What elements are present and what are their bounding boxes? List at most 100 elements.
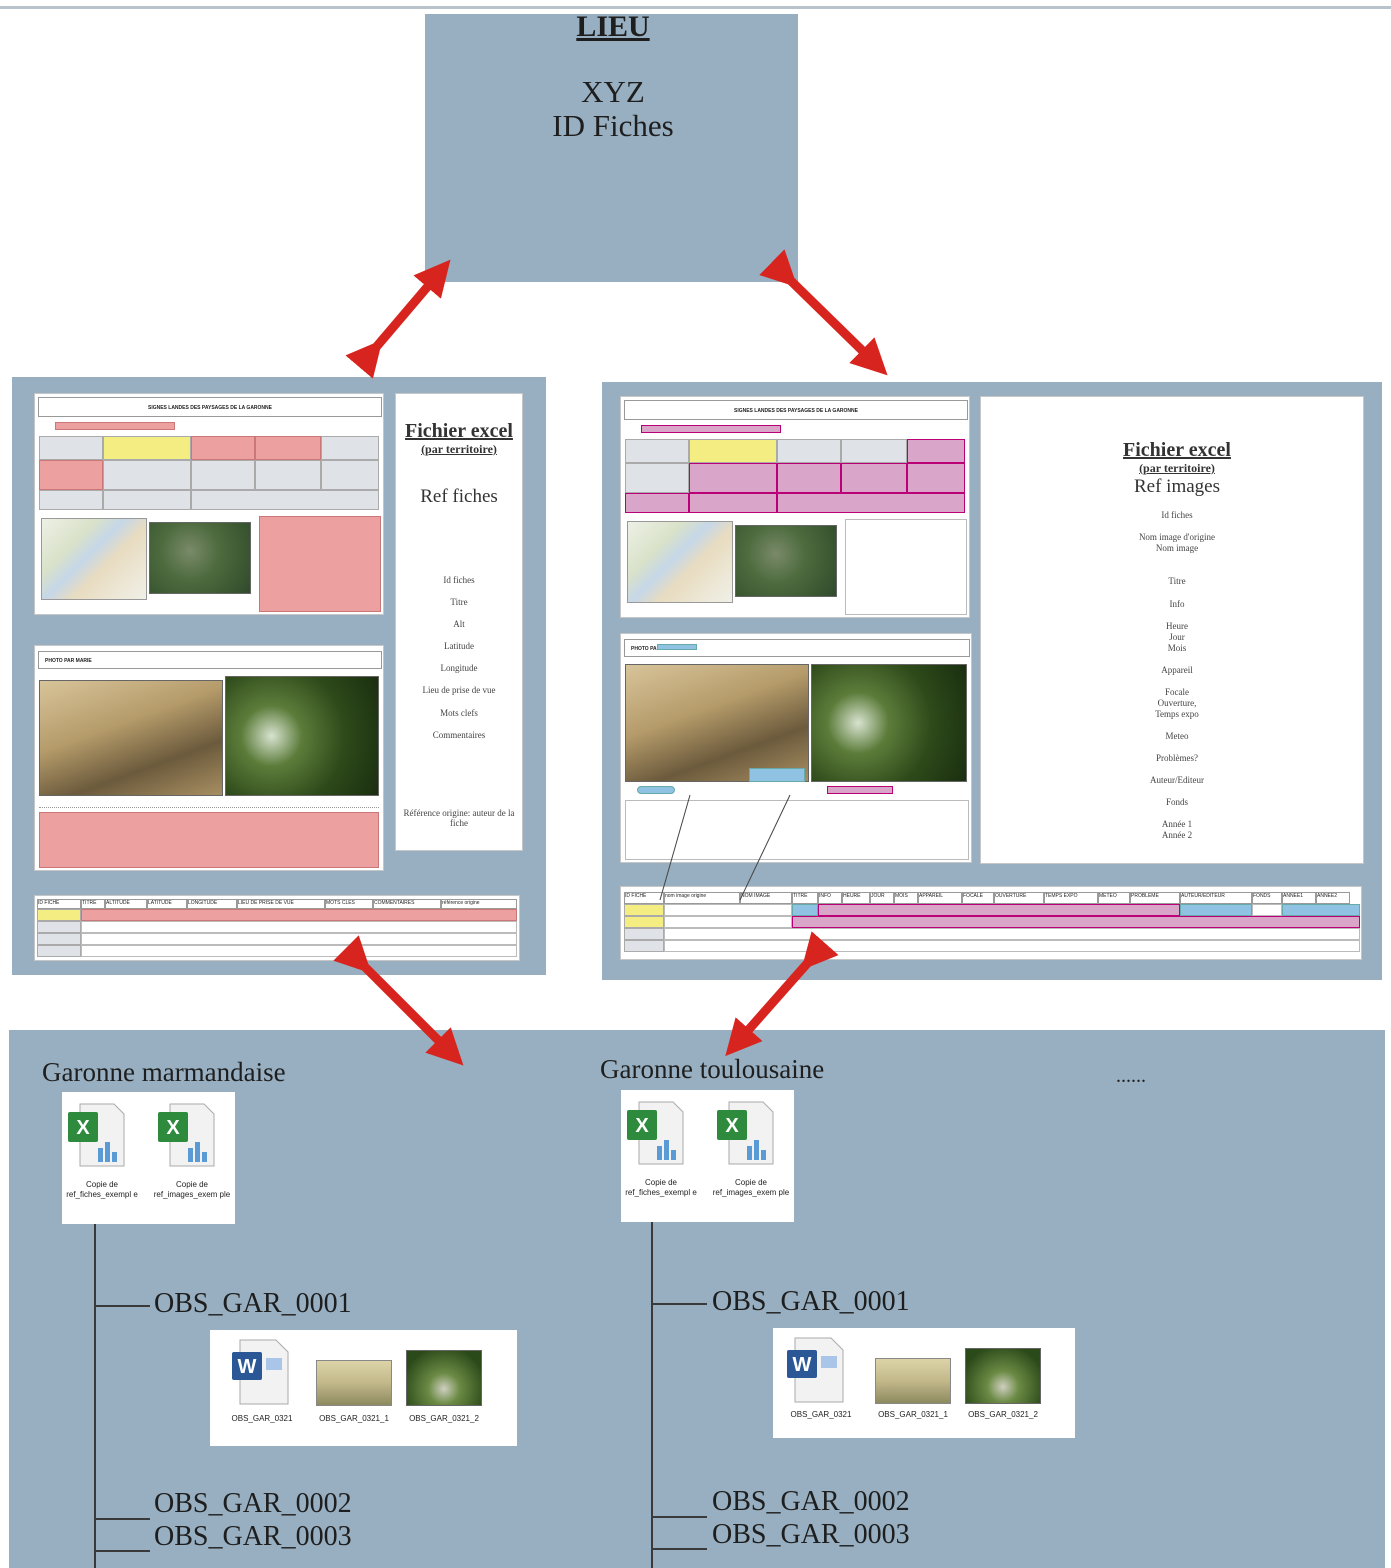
form-cell	[321, 460, 379, 490]
right-field: Auteur/Editeur	[1150, 775, 1204, 785]
table-row-magenta	[792, 916, 1360, 928]
map-thumbnail	[627, 521, 733, 603]
table-header-cell: HEURE	[842, 892, 870, 904]
caption-blue-tag	[637, 786, 675, 794]
left-field: Alt	[453, 619, 465, 629]
form-cell	[841, 463, 907, 493]
table-cell-blue	[1282, 904, 1360, 916]
form-cell	[39, 436, 103, 460]
old-postcard-photo	[625, 664, 809, 782]
excel-file-icon: X	[717, 1101, 774, 1165]
photo-blue-overlay	[749, 768, 805, 782]
right-excel-info	[980, 396, 1364, 864]
old-photo-thumbnail	[875, 1358, 951, 1404]
right-field: Focale	[1165, 687, 1189, 697]
svg-text:X: X	[76, 1117, 90, 1139]
right-field: Temps expo	[1155, 709, 1199, 719]
excel-file-label[interactable]: Copie de ref_images_exem ple	[712, 1178, 790, 1197]
table-header-cell: JOUR	[870, 892, 894, 904]
form-cell	[191, 490, 379, 510]
form-cell	[689, 463, 777, 493]
table-header-cell: INFO	[818, 892, 842, 904]
table-header-cell: LIEU DE PRISE DE VUE	[237, 899, 325, 909]
media-file-label[interactable]: OBS_GAR_0321_1	[319, 1414, 389, 1423]
table-cell-blue	[1180, 904, 1252, 916]
left-table-header-row: ID FICHE TITRE ALTITUDE LATITUDE LONGITU…	[37, 899, 517, 909]
left-excel-files: X X Copie de ref_fiches_exempl e Copie d…	[62, 1092, 235, 1224]
aerial-thumbnail	[735, 525, 837, 597]
road-photo-thumbnail	[965, 1348, 1041, 1404]
right-excel-title: Fichier excel	[1123, 439, 1231, 461]
table-header-cell: ID FICHE	[37, 899, 81, 909]
form-cell	[39, 460, 103, 490]
table-header-cell: TITRE	[792, 892, 818, 904]
tree-branch	[94, 1518, 150, 1520]
old-postcard-photo	[39, 680, 223, 796]
left-field: Longitude	[440, 663, 478, 673]
form-cell	[103, 436, 191, 460]
excel-file-label[interactable]: Copie de ref_fiches_exempl e	[625, 1178, 697, 1197]
photo-blue-tag	[657, 644, 697, 650]
media-file-label[interactable]: OBS_GAR_0321_2	[409, 1414, 479, 1423]
left-ref-title: Ref fiches	[420, 486, 498, 507]
lieu-xyz: XYZ	[581, 74, 645, 109]
excel-file-icon: X	[158, 1103, 215, 1167]
table-header-cell: MOIS	[894, 892, 918, 904]
right-field: Année 1	[1161, 819, 1193, 829]
table-row	[81, 921, 517, 933]
left-field: Mots clefs	[440, 708, 478, 718]
obs-folder[interactable]: OBS_GAR_0001	[154, 1288, 352, 1319]
table-header-cell: ALTITUDE	[105, 899, 147, 909]
table-header-cell: MOTS CLES	[325, 899, 373, 909]
obs-folder[interactable]: OBS_GAR_0002	[154, 1488, 352, 1519]
form-cell	[777, 439, 841, 463]
form-cell	[907, 439, 965, 463]
excel-file-icon: X	[68, 1103, 125, 1167]
svg-text:X: X	[166, 1117, 180, 1139]
right-field: Heure	[1166, 621, 1188, 631]
table-header-cell: METEO	[1098, 892, 1130, 904]
form-cell	[39, 490, 103, 510]
form-cell	[625, 463, 689, 493]
table-row-red	[81, 909, 517, 921]
table-row-magenta	[818, 904, 1180, 916]
excel-file-label[interactable]: Copie de ref_fiches_exempl e	[66, 1180, 138, 1199]
svg-text:X: X	[725, 1115, 739, 1137]
media-file-label[interactable]: OBS_GAR_0321_1	[878, 1410, 948, 1419]
media-file-label[interactable]: OBS_GAR_0321_2	[968, 1410, 1038, 1419]
obs-folder[interactable]: OBS_GAR_0001	[712, 1286, 910, 1317]
form-cell	[625, 493, 689, 513]
table-header-cell: ANNEE1	[1282, 892, 1316, 904]
left-photo-page: PHOTO PAR MARIE	[34, 645, 384, 871]
left-field: Lieu de prise de vue	[422, 685, 496, 695]
right-table-header-row: ID FICHE nom image origine NOM IMAGE TIT…	[624, 892, 1360, 904]
svg-text:X: X	[635, 1115, 649, 1137]
form-cell	[191, 460, 255, 490]
comment-red-block	[259, 516, 381, 612]
right-field: Ouverture,	[1157, 698, 1197, 708]
obs-folder[interactable]: OBS_GAR_0002	[712, 1486, 910, 1517]
photo-description-block	[625, 800, 969, 860]
media-file-label[interactable]: OBS_GAR_0321	[231, 1414, 293, 1423]
media-file-label[interactable]: OBS_GAR_0321	[790, 1410, 852, 1419]
obs-folder[interactable]: OBS_GAR_0003	[154, 1521, 352, 1552]
right-form-page: SIGNES LANDES DES PAYSAGES DE LA GARONNE	[620, 396, 970, 618]
left-field: Titre	[450, 597, 468, 607]
tree-branch	[651, 1548, 707, 1550]
right-field: Nom image	[1155, 543, 1199, 553]
excel-file-label[interactable]: Copie de ref_images_exem ple	[153, 1180, 231, 1199]
svg-text:W: W	[238, 1356, 257, 1378]
tree-branch	[651, 1303, 707, 1305]
left-field: Latitude	[444, 641, 474, 651]
obs-folder[interactable]: OBS_GAR_0003	[712, 1519, 910, 1550]
comment-white-block	[845, 519, 967, 615]
tree-trunk-right	[651, 1222, 653, 1568]
word-file-icon: W	[787, 1337, 844, 1403]
tree-branch	[651, 1516, 707, 1518]
form-cell	[625, 439, 689, 463]
table-cell	[1252, 904, 1282, 916]
left-excel-subtitle: (par territoire)	[421, 442, 497, 456]
table-header-cell: LATITUDE	[147, 899, 187, 909]
right-field: Meteo	[1165, 731, 1189, 741]
